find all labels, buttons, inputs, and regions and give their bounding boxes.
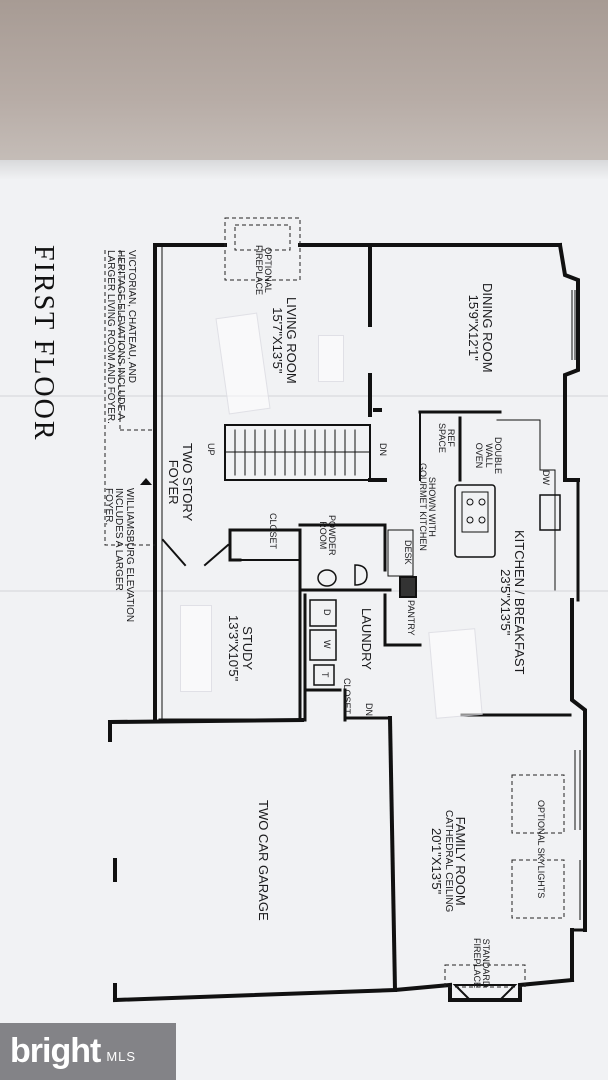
- toilet: [354, 564, 368, 586]
- garage-label: TWO CAR GARAGE: [256, 800, 271, 921]
- family-room-label: FAMILY ROOM CATHEDRAL CEILING 20'1"X13'5…: [428, 810, 468, 913]
- garage-side-wall: [387, 715, 398, 993]
- sink: [317, 569, 337, 587]
- pantry-label: PANTRY: [406, 600, 416, 636]
- table-surface: [0, 0, 608, 180]
- elevation-note: VICTORIAN, CHATEAU, AND HERITAGE ELEVATI…: [105, 250, 137, 424]
- williamsburg-note: WILLIAMSBURG ELEVATION INCLUDES A LARGER…: [103, 488, 135, 623]
- tub-label: T: [320, 672, 330, 678]
- garage-stairs-down-label: DN: [364, 703, 374, 716]
- double-wall-oven-label: DOUBLE WALL OVEN: [474, 437, 503, 475]
- tape-strip: [180, 605, 212, 692]
- kitchen-label: KITCHEN / BREAKFAST 23'5"X13'5": [498, 530, 527, 675]
- brand-watermark: bright MLS: [0, 1023, 176, 1080]
- kitchen-sink: [539, 494, 561, 531]
- standard-fireplace-label: STANDARD FIREPLACE: [471, 938, 491, 989]
- laundry-closet-label: CLOSET: [342, 678, 352, 715]
- study-label: STUDY 13'3"X10'5": [226, 615, 255, 682]
- tape-strip: [318, 335, 344, 382]
- optional-skylight-2: [511, 859, 565, 919]
- desk-label: DESK: [403, 540, 413, 565]
- dining-room-label: DINING ROOM 15'9"X12'1": [466, 283, 495, 373]
- laundry-label: LAUNDRY: [359, 608, 374, 670]
- foyer-label: TWO STORY FOYER: [166, 443, 195, 522]
- optional-skylights-label: OPTIONAL SKYLIGHTS: [536, 800, 546, 899]
- rear-wall-dining: [557, 242, 580, 482]
- gourmet-kitchen-label: SHOWN WITH GOURMET KITCHEN: [417, 463, 437, 551]
- ref-space-label: REF SPACE: [436, 423, 456, 453]
- washer-label: W: [322, 640, 332, 649]
- living-room-label: LIVING ROOM 15'7"X13'5": [270, 297, 299, 384]
- dryer-label: D: [322, 609, 332, 616]
- elevation-arrow: [140, 478, 152, 485]
- pantry-fixture: [399, 576, 417, 598]
- optional-skylight-1: [511, 774, 565, 834]
- powder-room-label: POWDER ROOM: [317, 515, 337, 556]
- dishwasher-label: DW: [541, 470, 551, 485]
- watermark-suffix: MLS: [106, 1049, 137, 1064]
- optional-fireplace-label: OPTIONAL FIREPLACE: [253, 245, 273, 296]
- tape-strip: [428, 628, 483, 719]
- paper-crease: [0, 395, 608, 397]
- desk: [387, 529, 414, 577]
- rear-wall-family: [570, 598, 587, 932]
- watermark-brand: bright: [10, 1032, 101, 1070]
- plan-title: FIRST FLOOR: [28, 245, 59, 442]
- stairs-down-label: DN: [378, 443, 388, 456]
- optional-larger-foyer: [104, 250, 155, 546]
- paper-shadow: [0, 160, 608, 180]
- optional-fireplace-outline: [224, 217, 301, 281]
- kitchen-island: [454, 484, 496, 558]
- standard-fireplace: [452, 984, 518, 1001]
- stairs-up-label: UP: [206, 443, 216, 456]
- foyer-closet-label: CLOSET: [268, 513, 278, 550]
